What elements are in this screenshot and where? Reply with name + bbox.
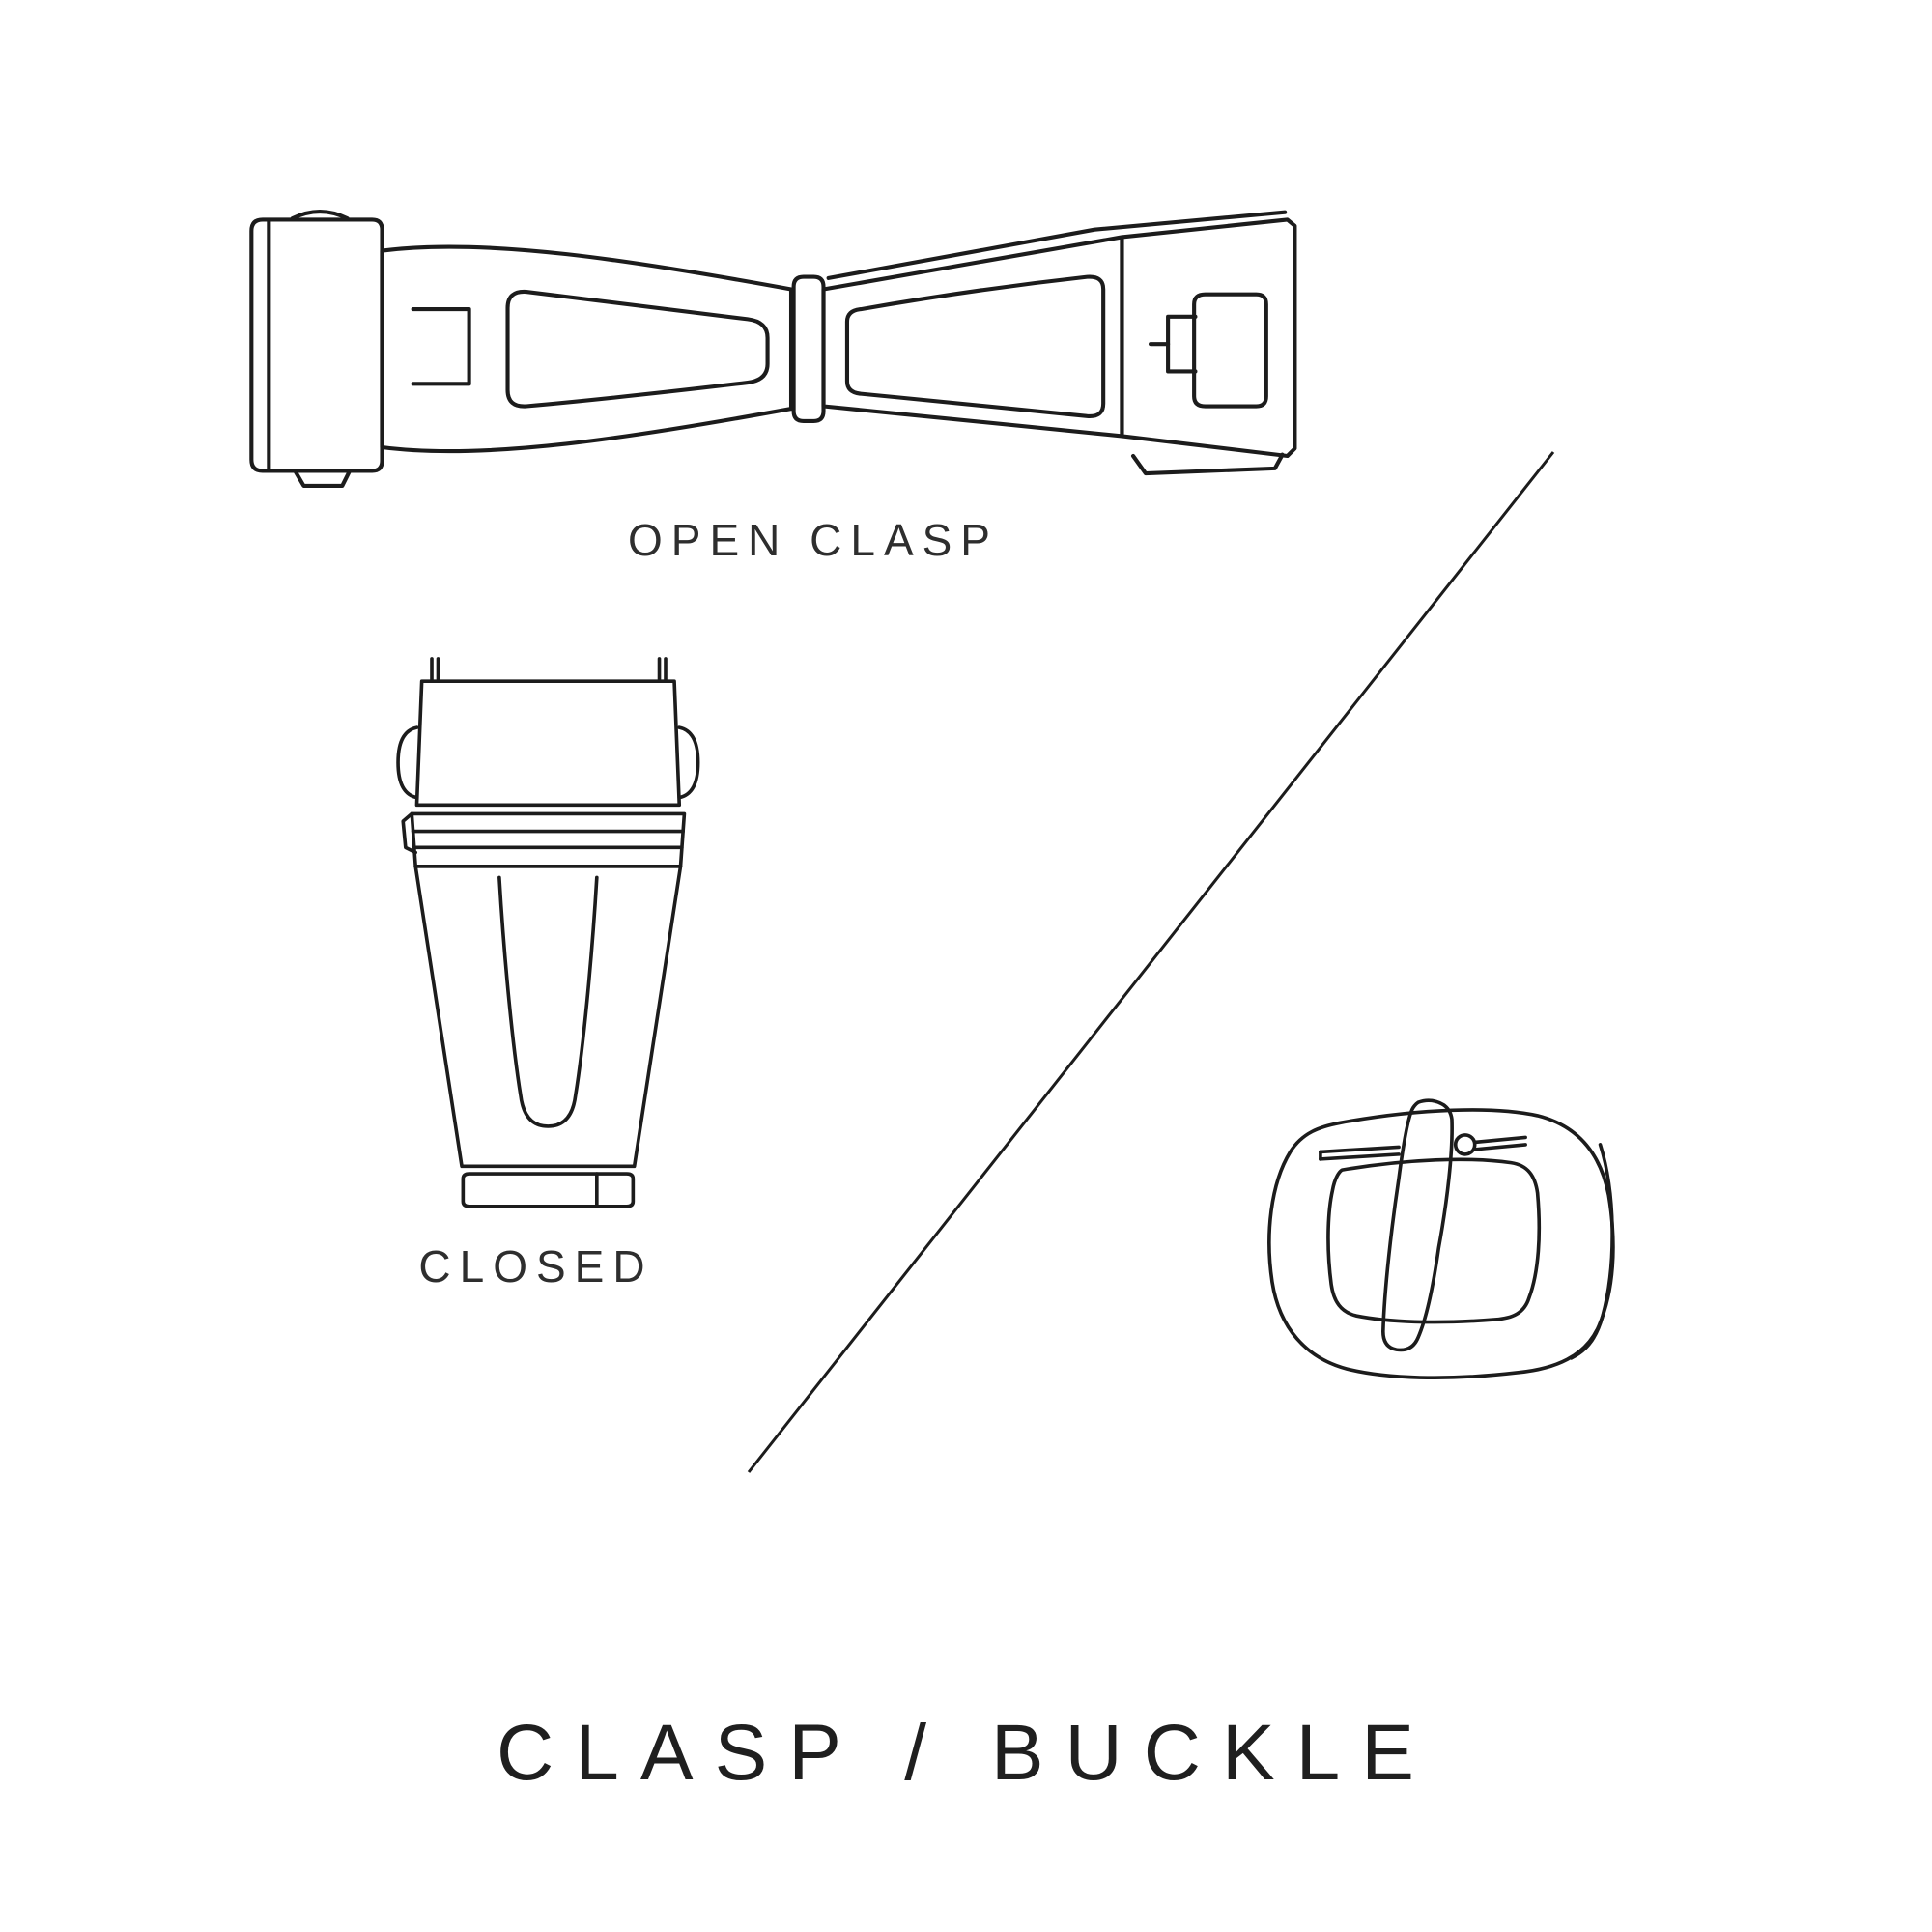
page-title: CLASP / BUCKLE	[497, 1709, 1435, 1797]
open-clasp-label: OPEN CLASP	[628, 515, 999, 565]
tang-buckle-illustration	[1267, 1098, 1615, 1380]
open-clasp-illustration	[249, 209, 1297, 488]
closed-clasp-label: CLOSED	[418, 1241, 654, 1292]
closed-clasp-illustration	[396, 657, 700, 1208]
